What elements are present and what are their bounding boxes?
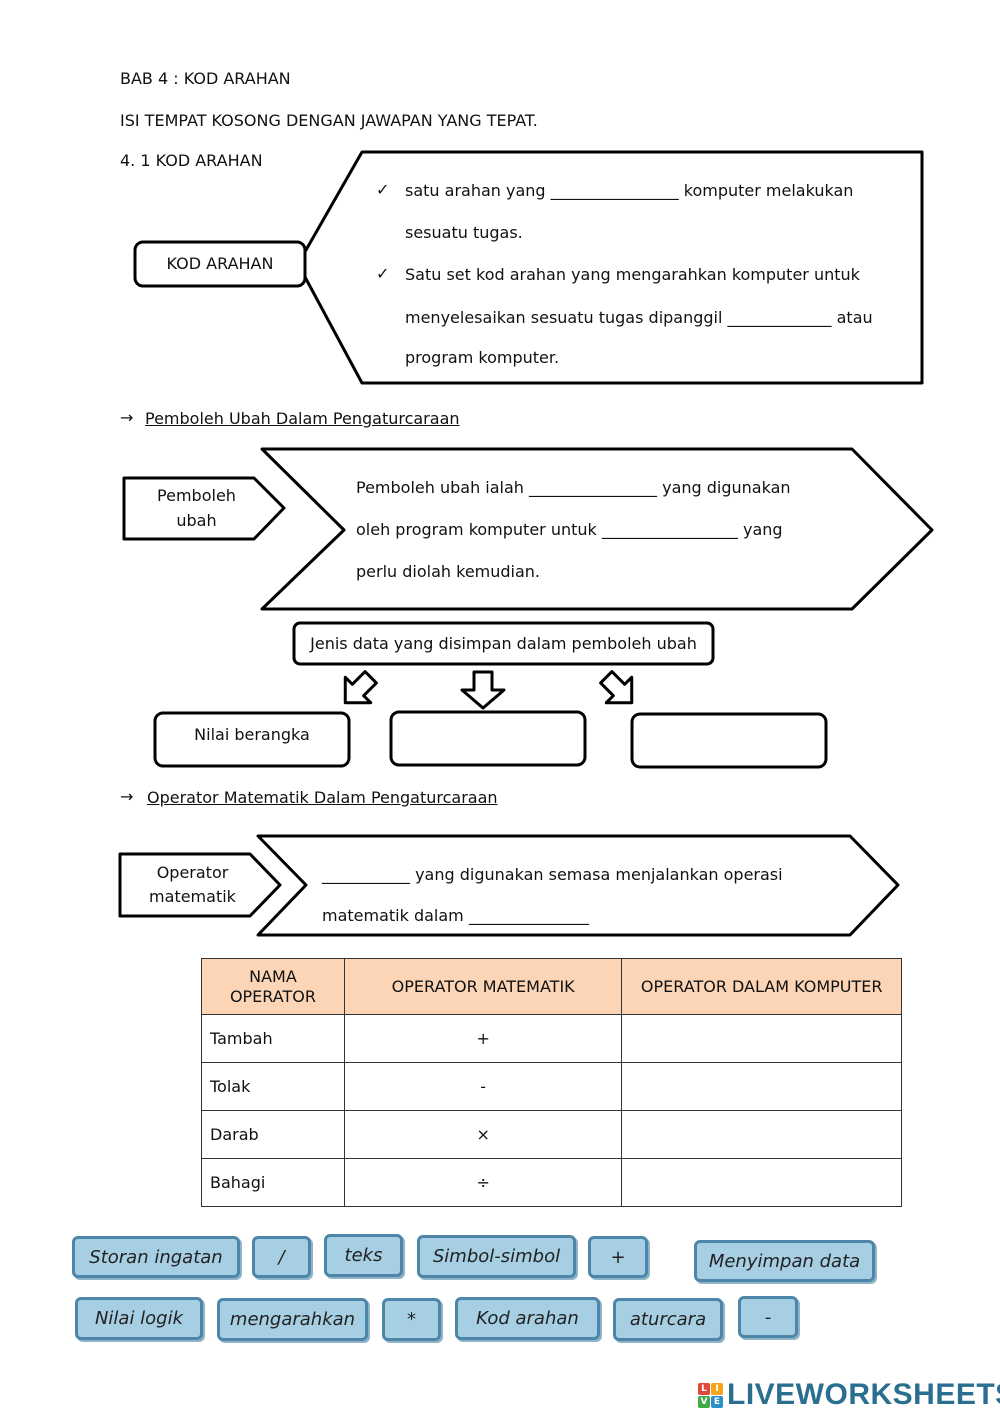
data-type-answer-2[interactable]	[391, 712, 585, 765]
logo-letter: E	[711, 1395, 723, 1408]
definition-line-1: satu arahan yang ________________ komput…	[405, 181, 854, 200]
answer-tile-slash[interactable]: /	[252, 1236, 311, 1278]
operator-name-cell: Tambah	[201, 1014, 345, 1063]
data-type-box-3[interactable]	[630, 712, 828, 769]
arrow-right-icon: →	[120, 408, 134, 427]
operator-label-pentagon	[118, 852, 282, 918]
math-operator-cell: ÷	[343, 1158, 623, 1207]
operator-chevron	[256, 834, 900, 937]
logo-grid-icon: L I V E	[698, 1382, 723, 1408]
definition-line-4: menyelesaikan sesuatu tugas dipanggil __…	[405, 308, 873, 327]
pemboleh-ubah-line-3: perlu diolah kemudian.	[356, 562, 541, 581]
logo-letter: V	[698, 1395, 710, 1408]
table-row: Darab ×	[201, 1110, 902, 1159]
chapter-title: BAB 4 : KOD ARAHAN	[120, 69, 291, 88]
answer-tile-simbol-simbol[interactable]: Simbol-simbol	[417, 1235, 576, 1278]
logo-text: LIVEWORKSHEETS	[727, 1378, 1000, 1411]
table-header-cell: OPERATOR DALAM KOMPUTER	[621, 958, 902, 1015]
operator-table: NAMA OPERATOR OPERATOR MATEMATIK OPERATO…	[201, 958, 902, 1207]
answer-tile-kod-arahan[interactable]: Kod arahan	[455, 1297, 600, 1340]
instruction-text: ISI TEMPAT KOSONG DENGAN JAWAPAN YANG TE…	[120, 111, 538, 130]
answer-tile-nilai-logik[interactable]: Nilai logik	[75, 1297, 203, 1340]
logo-letter: L	[698, 1382, 710, 1395]
math-operator-cell: ×	[343, 1110, 623, 1159]
answer-tile-storan-ingatan[interactable]: Storan ingatan	[72, 1236, 240, 1278]
table-row: Bahagi ÷	[201, 1158, 902, 1207]
pemboleh-ubah-chevron	[260, 447, 934, 611]
section-title: 4. 1 KOD ARAHAN	[120, 151, 263, 170]
check-icon: ✓	[376, 264, 390, 283]
definition-line-5: program komputer.	[405, 348, 560, 367]
operator-heading: Operator Matematik Dalam Pengaturcaraan	[147, 788, 498, 807]
jenis-data-text: Jenis data yang disimpan dalam pemboleh …	[310, 634, 697, 653]
answer-tile-aturcara[interactable]: aturcara	[613, 1298, 723, 1341]
data-type-box-2[interactable]	[389, 710, 587, 767]
answer-tile-menyimpan-data[interactable]: Menyimpan data	[694, 1240, 875, 1282]
math-operator-cell: -	[343, 1062, 623, 1111]
table-header-cell: OPERATOR MATEMATIK	[343, 958, 623, 1015]
table-row: Tambah +	[201, 1014, 902, 1063]
liveworksheets-logo: L I V E LIVEWORKSHEETS	[698, 1378, 1000, 1412]
pemboleh-ubah-label-line-2: ubah	[176, 511, 217, 530]
computer-operator-answer-cell[interactable]	[621, 1014, 902, 1063]
answer-tile-mengarahkan[interactable]: mengarahkan	[217, 1298, 368, 1341]
computer-operator-answer-cell[interactable]	[621, 1110, 902, 1159]
operator-name-cell: Darab	[201, 1110, 345, 1159]
computer-operator-answer-cell[interactable]	[621, 1158, 902, 1207]
pemboleh-ubah-label-line-1: Pemboleh	[157, 486, 236, 505]
pemboleh-ubah-heading: Pemboleh Ubah Dalam Pengaturcaraan	[145, 409, 460, 428]
answer-tile-plus[interactable]: +	[588, 1236, 648, 1278]
math-operator-cell: +	[343, 1014, 623, 1063]
table-row: Tolak -	[201, 1062, 902, 1111]
arrow-right-icon: →	[120, 787, 134, 806]
operator-name-cell: Tolak	[201, 1062, 345, 1111]
data-type-box-1	[153, 711, 351, 768]
table-header-cell: NAMA OPERATOR	[201, 958, 345, 1015]
arrow-down-icon	[460, 670, 506, 710]
operator-line-2: matematik dalam _______________	[322, 906, 589, 925]
operator-label-line-1: Operator	[156, 863, 229, 882]
computer-operator-answer-cell[interactable]	[621, 1062, 902, 1111]
answer-tile-asterisk[interactable]: *	[382, 1298, 441, 1341]
data-type-label-1: Nilai berangka	[194, 725, 310, 744]
operator-label-line-2: matematik	[149, 887, 236, 906]
logo-letter: I	[711, 1382, 723, 1395]
table-header-row: NAMA OPERATOR OPERATOR MATEMATIK OPERATO…	[201, 958, 902, 1015]
check-icon: ✓	[376, 180, 390, 199]
pemboleh-ubah-line-1: Pemboleh ubah ialah ________________ yan…	[356, 478, 791, 497]
kod-arahan-definition-shape	[296, 150, 924, 385]
operator-name-cell: Bahagi	[201, 1158, 345, 1207]
arrow-down-right-icon	[599, 670, 634, 705]
arrow-down-left-icon	[343, 670, 378, 705]
operator-line-1: ___________ yang digunakan semasa menjal…	[322, 865, 783, 884]
answer-tile-minus[interactable]: -	[738, 1296, 798, 1338]
pemboleh-ubah-label-pentagon	[122, 476, 286, 541]
answer-tile-teks[interactable]: teks	[324, 1234, 403, 1277]
kod-arahan-label-box	[133, 240, 307, 288]
definition-line-2: sesuatu tugas.	[405, 223, 523, 242]
kod-arahan-label: KOD ARAHAN	[166, 254, 274, 273]
definition-line-3: Satu set kod arahan yang mengarahkan kom…	[405, 265, 860, 284]
data-type-answer-3[interactable]	[632, 714, 826, 767]
jenis-data-box	[292, 621, 715, 666]
pemboleh-ubah-line-2: oleh program komputer untuk ____________…	[356, 520, 783, 539]
